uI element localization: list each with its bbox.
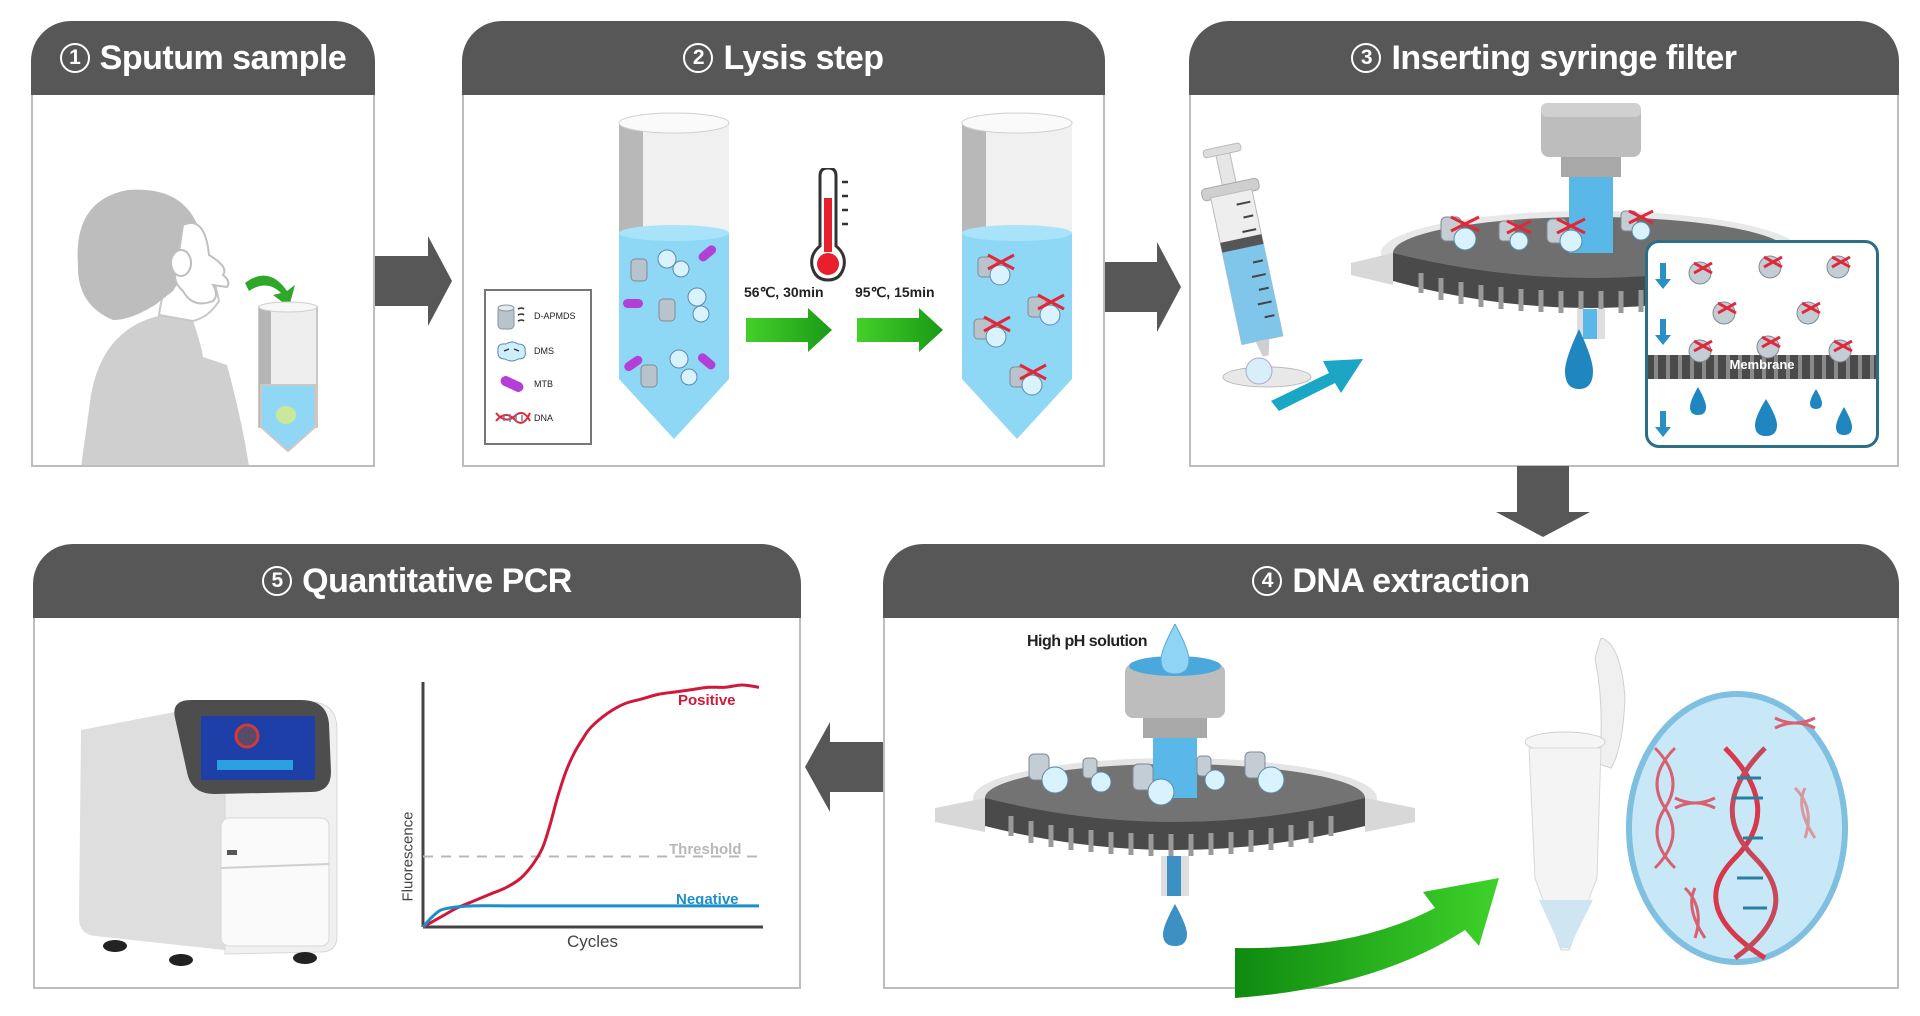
flow-arrow-left xyxy=(805,722,883,812)
dna-helix-icon xyxy=(1713,746,1779,961)
step-4-body: High pH solution xyxy=(883,618,1899,998)
dna-bound-complex-icon xyxy=(1688,255,1852,363)
green-arrow-1 xyxy=(746,308,832,352)
d-apmds-icon xyxy=(630,258,676,388)
step-number-badge: 5 xyxy=(262,566,293,596)
step-2-body: D-APMDS DMS MTB DNA xyxy=(462,95,1105,467)
dms-complex-icon xyxy=(1028,751,1285,806)
mtb-icon xyxy=(500,376,524,392)
transfer-arrow-icon xyxy=(1235,878,1499,998)
dna-icon xyxy=(495,412,531,424)
eppendorf-tube-icon xyxy=(1525,638,1626,951)
step-number-badge: 2 xyxy=(683,43,714,73)
membrane-label: Membrane xyxy=(1729,357,1795,372)
pcr-chart xyxy=(421,682,763,929)
mtb-icon xyxy=(623,245,717,372)
legend-item: DNA xyxy=(494,407,553,429)
flow-arrow-right-1 xyxy=(375,236,452,326)
membrane-inset: Membrane xyxy=(1645,240,1879,448)
step-title: DNA extraction xyxy=(1292,561,1530,600)
legend-label: MTB xyxy=(534,379,553,389)
step-title: Quantitative PCR xyxy=(302,561,572,600)
legend-negative: Negative xyxy=(676,891,739,908)
step-3-panel: 3 Inserting syringe filter xyxy=(1189,21,1899,467)
membrane-inset-art xyxy=(1648,255,1876,437)
teal-arrow-icon xyxy=(1271,359,1363,411)
series-line-negative xyxy=(421,904,759,928)
step-title: Lysis step xyxy=(723,38,884,77)
thermometer-icon xyxy=(810,168,848,282)
d-apmds-icon xyxy=(497,304,525,330)
flow-arrow-right-2 xyxy=(1105,242,1181,332)
step-1-header: 1 Sputum sample xyxy=(31,21,375,95)
series-line-positive xyxy=(422,683,760,929)
legend-item: D-APMDS xyxy=(494,301,576,331)
green-arrow-2 xyxy=(857,308,943,352)
legend-item: MTB xyxy=(494,371,553,397)
down-arrow-icon xyxy=(1655,263,1671,437)
step-5-panel: 5 Quantitative PCR Fluorescence Cycles P… xyxy=(33,544,801,989)
lysis-tube-before xyxy=(618,112,730,439)
step-number-badge: 4 xyxy=(1252,566,1283,596)
legend-item: DMS xyxy=(494,339,554,363)
sputum-illustration xyxy=(77,189,318,465)
syringe-icon xyxy=(1201,142,1312,388)
legend-label: DMS xyxy=(534,346,554,356)
condition-2-label: 95℃, 15min xyxy=(855,284,935,300)
x-axis-label: Cycles xyxy=(567,932,619,951)
step-2-header: 2 Lysis step xyxy=(462,21,1105,95)
extraction-filter-icon xyxy=(935,624,1415,946)
step-number-badge: 1 xyxy=(59,43,90,73)
step-title: Sputum sample xyxy=(99,38,347,77)
y-axis-label: Fluorescence xyxy=(399,811,417,902)
lysis-tube-after xyxy=(961,112,1073,439)
dms-icon xyxy=(497,341,526,362)
drop-icon xyxy=(1690,387,1852,436)
flow-arrow-down xyxy=(1496,466,1590,537)
step-5-body: Fluorescence Cycles Positive Threshold N… xyxy=(33,618,801,989)
step-5-header: 5 Quantitative PCR xyxy=(33,544,801,618)
legend-label: DNA xyxy=(534,413,554,423)
step-3-header: 3 Inserting syringe filter xyxy=(1189,21,1899,95)
step-1-panel: 1 Sputum sample xyxy=(31,21,375,467)
step-1-body xyxy=(31,95,375,467)
legend-box: D-APMDS DMS MTB DNA xyxy=(484,289,592,445)
legend-positive: Positive xyxy=(678,692,736,709)
dms-icon xyxy=(657,249,710,386)
dna-bound-complex-icon xyxy=(1440,209,1654,253)
dna-bound-complex-icon xyxy=(973,253,1065,396)
dna-zoom-circle xyxy=(1626,691,1848,965)
drop-icon xyxy=(1565,329,1593,389)
legend-label: D-APMDS xyxy=(534,311,576,321)
step-4-panel: 4 DNA extraction High pH solution xyxy=(883,544,1899,998)
solution-label: High pH solution xyxy=(1027,633,1147,650)
step-3-body: Membrane xyxy=(1189,95,1899,467)
step-2-panel: 2 Lysis step D-APMDS DMS MTB DNA xyxy=(462,21,1105,467)
step-4-header: 4 DNA extraction xyxy=(883,544,1899,618)
step-number-badge: 3 xyxy=(1351,43,1382,73)
qpcr-machine-icon xyxy=(79,700,338,966)
condition-1-label: 56℃, 30min xyxy=(744,284,824,300)
step-title: Inserting syringe filter xyxy=(1391,38,1737,77)
sample-tube-icon xyxy=(258,301,318,453)
threshold-label: Threshold xyxy=(669,841,742,858)
person-icon xyxy=(77,189,249,465)
spit-arrow-icon xyxy=(245,275,295,307)
